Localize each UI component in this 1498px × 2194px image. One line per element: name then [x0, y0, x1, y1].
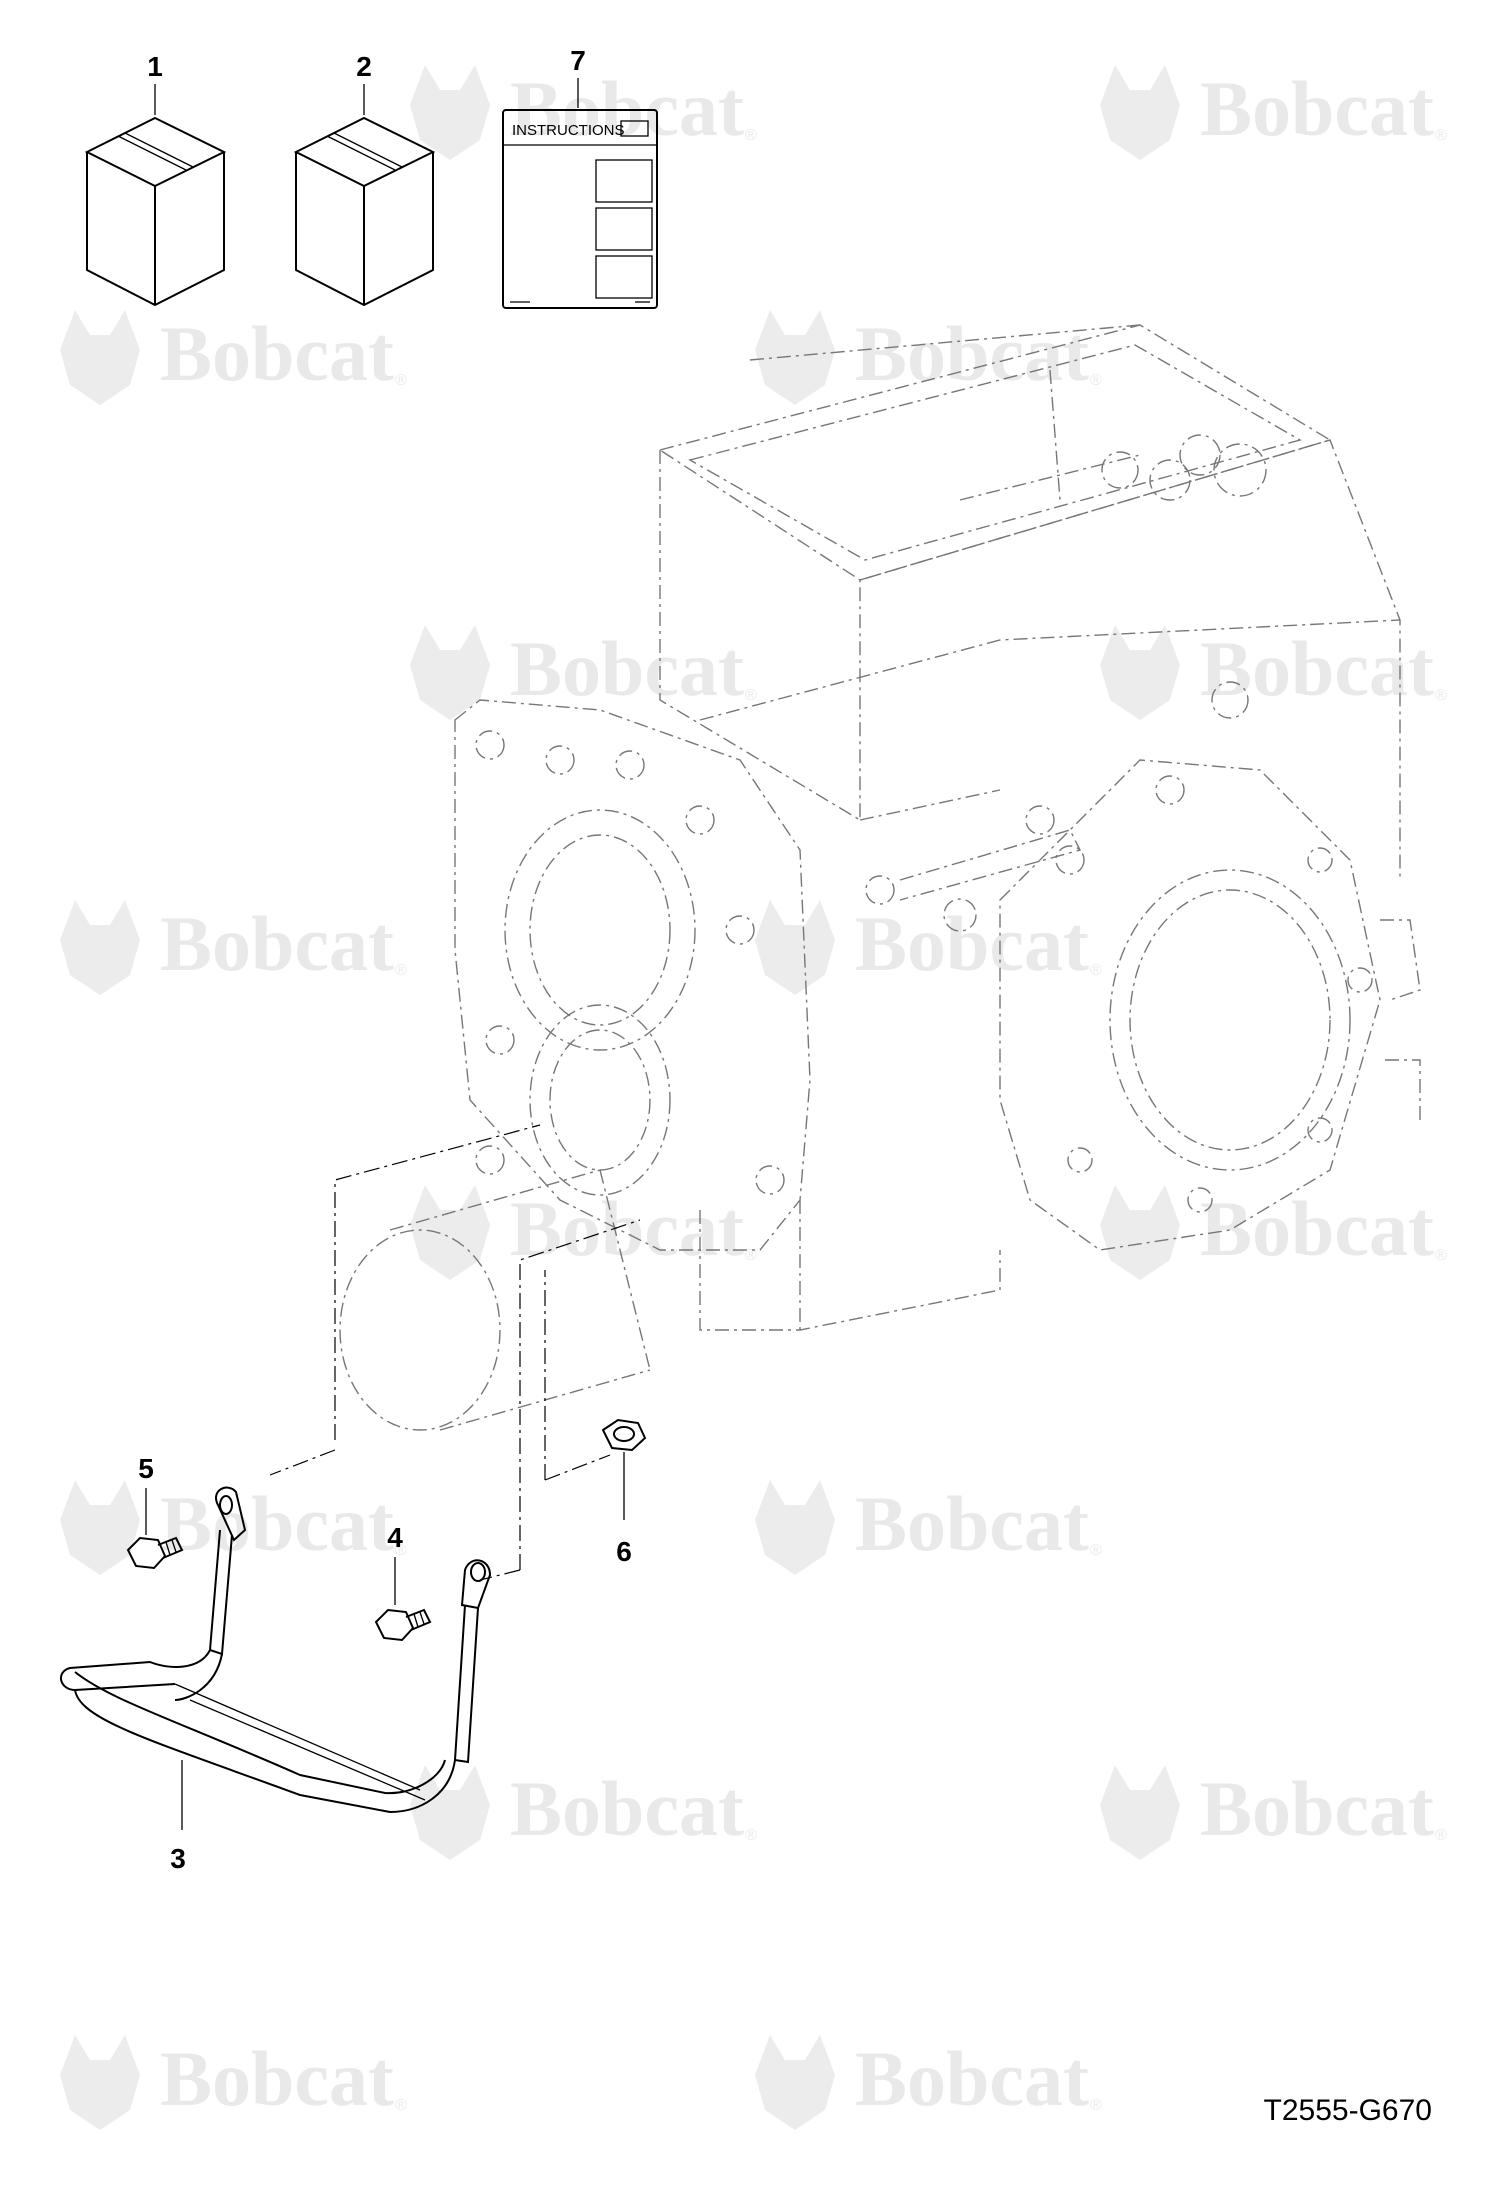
svg-text:Bobcat: Bobcat — [160, 1480, 394, 1567]
transmission-housing-phantom — [339, 324, 1421, 1431]
bolt-4[interactable]: 4 — [374, 1522, 432, 1642]
parts-box-icon — [84, 116, 227, 307]
watermark-bobcat: Bobcat ® — [410, 1765, 757, 1860]
assembly-leaders — [269, 1124, 641, 1581]
callout-2: 2 — [356, 51, 372, 82]
svg-text:®: ® — [395, 372, 407, 389]
svg-text:Bobcat: Bobcat — [510, 1185, 744, 1272]
kit-box-2[interactable]: 2 — [293, 51, 436, 307]
svg-text:®: ® — [395, 962, 407, 979]
callout-7: 7 — [570, 45, 586, 76]
watermark-bobcat: Bobcat ® — [1100, 625, 1447, 720]
watermark-bobcat: Bobcat ® — [60, 900, 407, 995]
kit-box-1[interactable]: 1 — [84, 51, 227, 307]
watermark-bobcat: Bobcat ® — [410, 1185, 757, 1280]
watermark-bobcat: Bobcat ® — [755, 1480, 1102, 1575]
svg-text:®: ® — [1435, 687, 1447, 704]
svg-text:Bobcat: Bobcat — [855, 2035, 1089, 2122]
svg-text:®: ® — [745, 1247, 757, 1264]
svg-text:Bobcat: Bobcat — [510, 625, 744, 712]
svg-text:Bobcat: Bobcat — [1200, 1185, 1434, 1272]
svg-text:Bobcat: Bobcat — [510, 65, 744, 152]
callout-6: 6 — [616, 1536, 632, 1567]
watermark-bobcat: Bobcat ® — [1100, 1765, 1447, 1860]
u-bracket-icon — [60, 1486, 492, 1814]
watermark-bobcat: Bobcat ® — [1100, 1185, 1447, 1280]
instructions-header: INSTRUCTIONS — [512, 122, 625, 139]
callout-3: 3 — [170, 1843, 186, 1874]
watermark-bobcat: Bobcat ® — [60, 1480, 407, 1575]
callout-1: 1 — [147, 51, 163, 82]
svg-text:®: ® — [745, 127, 757, 144]
svg-text:®: ® — [395, 2097, 407, 2114]
watermark-bobcat: Bobcat ® — [755, 2035, 1102, 2130]
svg-text:®: ® — [1435, 1827, 1447, 1844]
svg-text:Bobcat: Bobcat — [1200, 65, 1434, 152]
watermark-bobcat: Bobcat ® — [755, 310, 1102, 405]
watermark-bobcat: Bobcat ® — [410, 625, 757, 720]
bolt-5[interactable]: 5 — [126, 1453, 184, 1570]
svg-text:Bobcat: Bobcat — [510, 1765, 744, 1852]
svg-text:Bobcat: Bobcat — [1200, 625, 1434, 712]
instruction-sheet[interactable]: 7 INSTRUCTIONS — [502, 45, 658, 309]
svg-text:®: ® — [745, 687, 757, 704]
svg-text:®: ® — [1090, 962, 1102, 979]
watermark-layer: Bobcat ® Bobcat ® Bobcat ® Bobcat ® Bobc… — [60, 65, 1447, 2130]
svg-text:Bobcat: Bobcat — [855, 900, 1089, 987]
bolt-icon — [374, 1608, 432, 1642]
svg-text:®: ® — [395, 1542, 407, 1559]
parts-box-icon — [293, 116, 436, 307]
u-bracket-3[interactable]: 3 — [60, 1486, 492, 1874]
nut-6[interactable]: 6 — [601, 1418, 647, 1567]
svg-text:®: ® — [1090, 372, 1102, 389]
svg-text:Bobcat: Bobcat — [160, 310, 394, 397]
svg-text:®: ® — [1435, 1247, 1447, 1264]
watermark-bobcat: Bobcat ® — [755, 900, 1102, 995]
watermark-bobcat: Bobcat ® — [1100, 65, 1447, 160]
callout-4: 4 — [387, 1522, 403, 1553]
svg-text:®: ® — [1090, 1542, 1102, 1559]
bolt-icon — [126, 1536, 184, 1570]
svg-text:Bobcat: Bobcat — [855, 1480, 1089, 1567]
svg-text:Bobcat: Bobcat — [160, 2035, 394, 2122]
watermark-bobcat: Bobcat ® — [60, 2035, 407, 2130]
nut-icon — [601, 1418, 647, 1452]
svg-text:Bobcat: Bobcat — [1200, 1765, 1434, 1852]
svg-text:Bobcat: Bobcat — [855, 310, 1089, 397]
callout-5: 5 — [138, 1453, 154, 1484]
drawing-reference: T2555-G670 — [1264, 2094, 1432, 2127]
instruction-sheet-icon: INSTRUCTIONS — [502, 109, 658, 309]
watermark-bobcat: Bobcat ® — [60, 310, 407, 405]
watermark-bobcat: Bobcat ® — [410, 65, 757, 160]
svg-text:Bobcat: Bobcat — [160, 900, 394, 987]
svg-text:®: ® — [745, 1827, 757, 1844]
svg-text:®: ® — [1090, 2097, 1102, 2114]
svg-text:®: ® — [1435, 127, 1447, 144]
